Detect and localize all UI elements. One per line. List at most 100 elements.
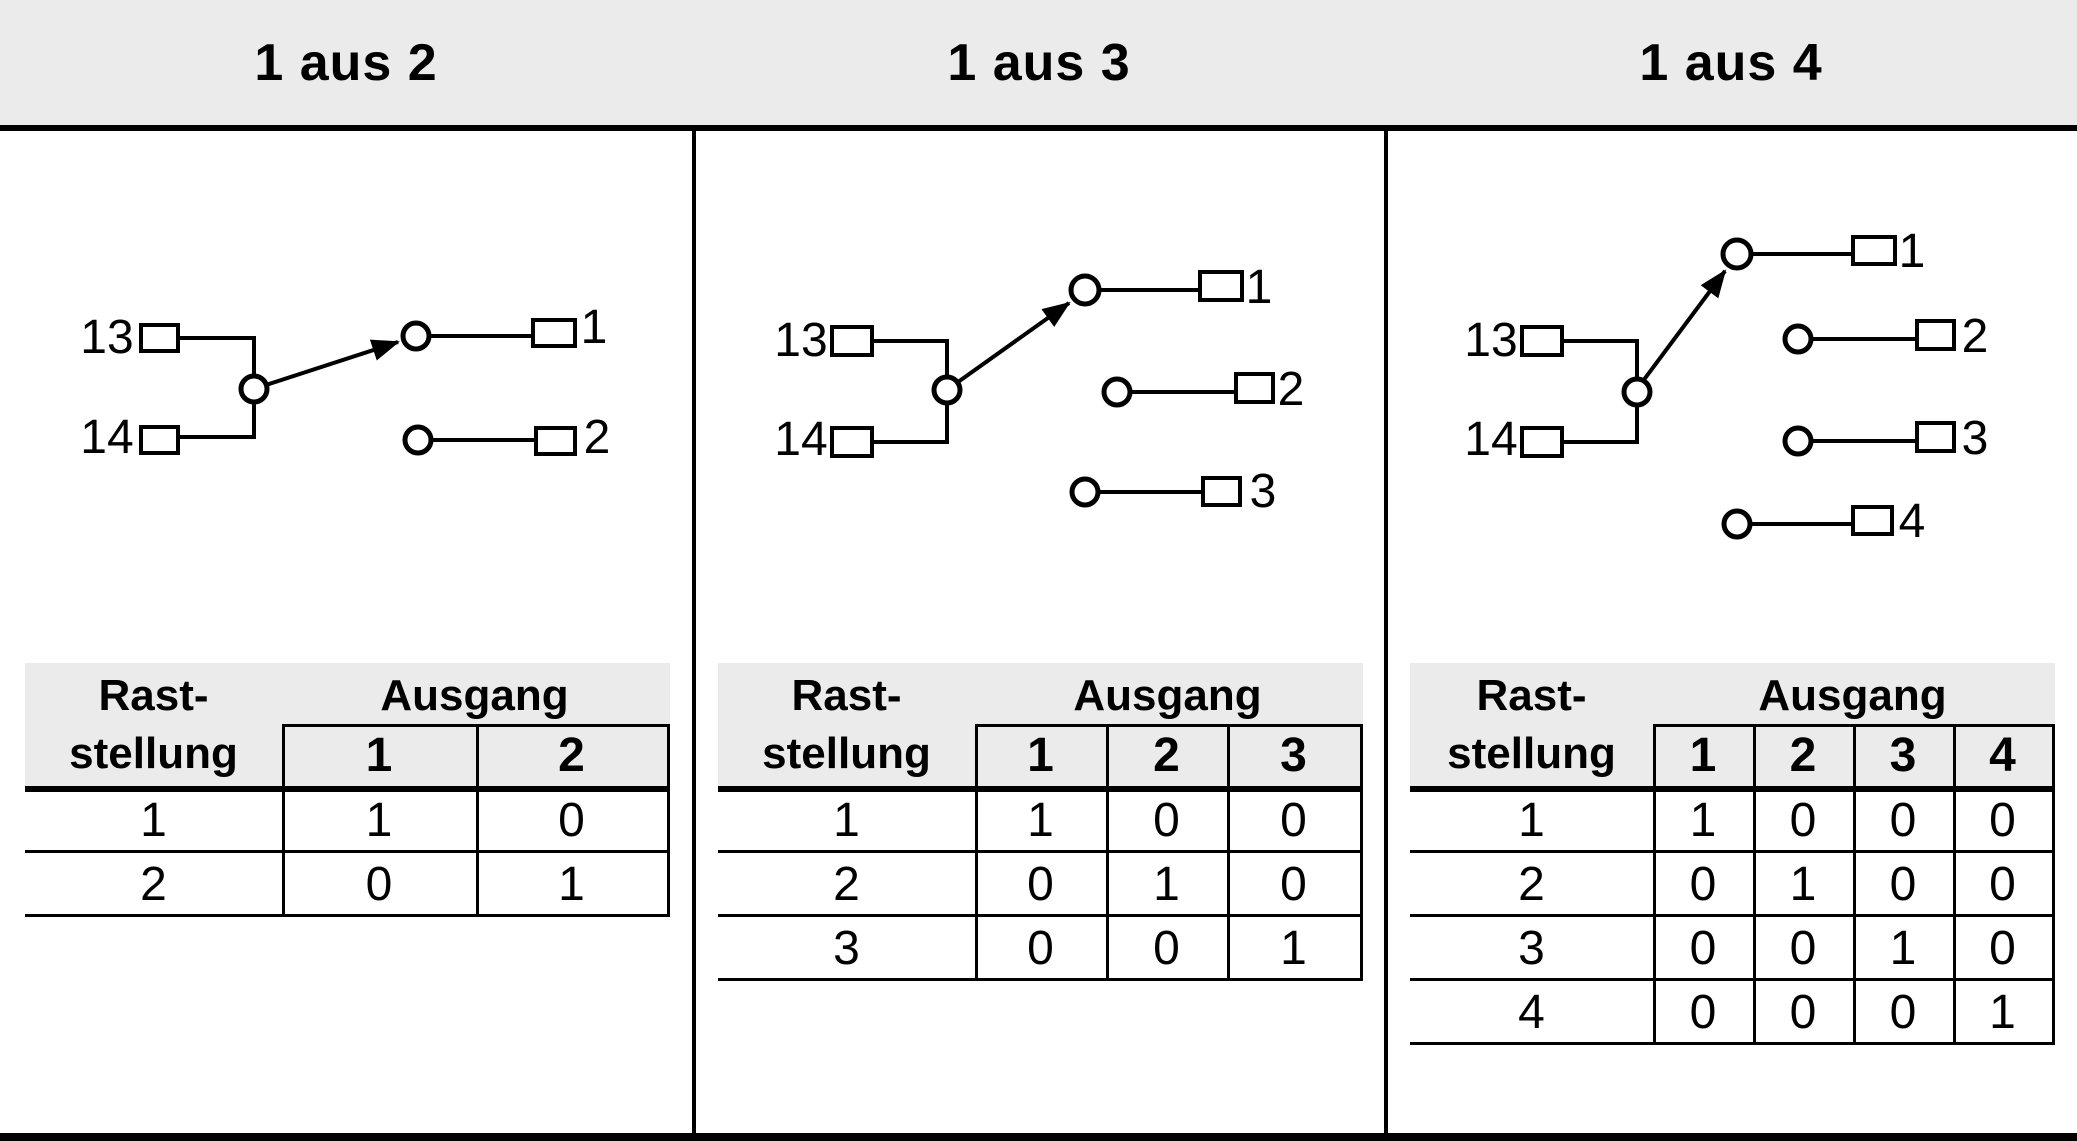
- row-line: [718, 850, 1363, 853]
- contact-3-label: 3: [1962, 412, 1989, 465]
- column-line: [1653, 724, 1656, 1045]
- contact-2-circle: [402, 424, 434, 456]
- panel-title-1aus3: 1 aus 3: [947, 33, 1131, 92]
- contact-1-square: [1198, 270, 1244, 302]
- group-header-ausgang: Ausgang: [380, 671, 569, 720]
- output-contact-2: 2: [1101, 363, 1304, 416]
- contact-4-label: 4: [1899, 495, 1926, 548]
- bottom-border-line: [0, 1133, 2077, 1141]
- value-cell: 1: [558, 857, 585, 911]
- truth-table-1aus2: Rast- stellung Ausgang 1 2 1 1 0 2 0 1: [0, 663, 692, 923]
- column-line: [667, 724, 670, 917]
- position-cell: 1: [1518, 793, 1545, 847]
- contact-2-square: [1915, 319, 1956, 351]
- contact-3-circle: [1782, 425, 1814, 457]
- position-cell: 1: [833, 793, 860, 847]
- value-cell: 0: [1027, 921, 1054, 975]
- panel-title-1aus4: 1 aus 4: [1639, 33, 1823, 92]
- value-cell: 1: [1689, 793, 1717, 847]
- terminal-14: 14: [1464, 413, 1564, 466]
- column-line: [1106, 724, 1109, 981]
- column-header-2: 2: [558, 728, 585, 782]
- value-cell: 1: [1027, 793, 1054, 847]
- header-band: [0, 0, 2077, 125]
- column-header-3: 3: [1280, 728, 1307, 782]
- common-pole-circle: [931, 374, 963, 406]
- terminal-14: 14: [80, 411, 180, 464]
- switch-diagram-1aus3: 13 14 1 2 3: [774, 261, 1304, 518]
- value-cell: 0: [1889, 793, 1917, 847]
- terminal-14-label: 14: [1464, 413, 1517, 466]
- output-contact-3: 3: [1782, 412, 1989, 465]
- value-cell: 0: [1789, 921, 1817, 975]
- position-cell: 2: [1518, 857, 1545, 911]
- row-header-line1: Rast-: [98, 671, 209, 720]
- column-line: [282, 724, 285, 917]
- contact-3-square: [1201, 476, 1242, 507]
- header-bottom-line: [718, 786, 1363, 792]
- switch-diagram-1aus2: 13 14 1 2: [80, 301, 610, 464]
- column-line: [1360, 724, 1363, 981]
- column-header-3: 3: [1889, 728, 1917, 782]
- header-bottom-line: [1410, 786, 2055, 792]
- terminal-13-label: 13: [1464, 314, 1517, 367]
- column-line: [1853, 724, 1856, 1045]
- output-contact-4: 4: [1721, 495, 1926, 548]
- header-bottom-line: [25, 786, 670, 792]
- value-cell: 1: [365, 793, 393, 847]
- position-cell: 1: [140, 793, 167, 847]
- contact-1-circle: [400, 320, 432, 352]
- value-cell: 1: [1280, 921, 1307, 975]
- value-cell: 1: [1789, 857, 1817, 911]
- row-line: [1410, 914, 2055, 917]
- contact-1-circle: [1068, 273, 1102, 307]
- column-header-2: 2: [1153, 728, 1180, 782]
- value-cell: 0: [1989, 857, 2016, 911]
- position-cell: 2: [140, 857, 167, 911]
- terminal-14-square: [1520, 426, 1564, 458]
- row-header-line2: stellung: [69, 729, 238, 778]
- panel-title-1aus2: 1 aus 2: [254, 33, 438, 92]
- column-line: [1753, 724, 1756, 1045]
- terminal-13-label: 13: [774, 314, 827, 367]
- row-line: [25, 914, 670, 917]
- common-pole-circle: [1621, 376, 1653, 408]
- group-header-ausgang: Ausgang: [1073, 671, 1262, 720]
- row-header-line2: stellung: [762, 729, 931, 778]
- terminal-14: 14: [774, 413, 874, 466]
- common-pole-circle: [238, 373, 270, 405]
- terminal-13-square: [830, 325, 874, 357]
- output-contact-1: 1: [1068, 261, 1273, 314]
- value-cell: 0: [1689, 921, 1717, 975]
- group-header-ausgang: Ausgang: [1758, 671, 1947, 720]
- contact-2-square: [534, 426, 577, 456]
- column-header-4: 4: [1989, 728, 2016, 782]
- value-cell: 1: [1989, 985, 2016, 1039]
- contact-1-square: [531, 318, 577, 348]
- terminal-13: 13: [774, 314, 874, 367]
- row-line: [1410, 1042, 2055, 1045]
- position-cell: 2: [833, 857, 860, 911]
- terminal-13-label: 13: [80, 311, 133, 364]
- subheader-top-line: [975, 724, 1363, 727]
- header-separator-line: [0, 125, 2077, 131]
- value-cell: 0: [1689, 857, 1717, 911]
- row-line: [1410, 850, 2055, 853]
- terminal-13: 13: [80, 311, 180, 364]
- value-cell: 0: [365, 857, 393, 911]
- column-line: [975, 724, 978, 981]
- column-header-1: 1: [1027, 728, 1054, 782]
- contact-3-square: [1915, 421, 1956, 453]
- contact-1-label: 1: [581, 301, 608, 354]
- value-cell: 0: [1280, 793, 1307, 847]
- terminal-13-square: [1520, 325, 1564, 357]
- output-contact-2: 2: [402, 411, 610, 464]
- value-cell: 0: [1689, 985, 1717, 1039]
- output-contact-2: 2: [1782, 310, 1988, 363]
- terminal-14-square: [830, 426, 874, 458]
- contact-1-label: 1: [1246, 261, 1273, 314]
- contact-2-square: [1234, 372, 1275, 404]
- output-contact-1: 1: [1720, 225, 1925, 278]
- panel-divider-2: [1384, 131, 1388, 1141]
